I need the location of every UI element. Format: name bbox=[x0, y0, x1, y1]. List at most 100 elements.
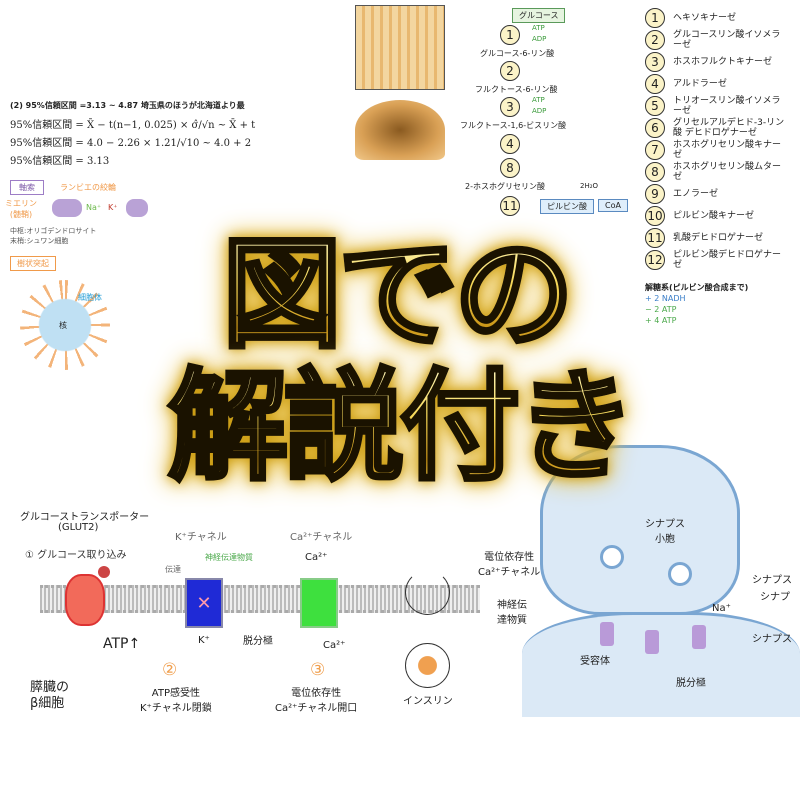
nucleus-label: 核 bbox=[59, 321, 67, 330]
headline-line-1: 図での bbox=[220, 226, 576, 365]
pancreas-illustration bbox=[355, 100, 445, 160]
vesicle-label: シナプス bbox=[645, 519, 685, 530]
receptor bbox=[692, 625, 706, 649]
myelin-sheath bbox=[126, 199, 148, 217]
enzyme-name: ピルビン酸キナーゼ bbox=[673, 211, 755, 221]
vca-label: Ca²⁺チャネル bbox=[478, 567, 541, 578]
insulin-label: インスリン bbox=[403, 696, 453, 707]
adp-label: ADP bbox=[532, 107, 547, 115]
step-3: 3 bbox=[500, 96, 520, 117]
step2-number: ② bbox=[162, 660, 178, 680]
adp-label: ADP bbox=[532, 35, 547, 43]
neuro-label: 神経伝達物質 bbox=[205, 553, 253, 562]
k-label: K⁺ bbox=[108, 203, 118, 212]
f16bp-label: フルクトース-1,6-ビスリン酸 bbox=[460, 121, 567, 130]
receptor bbox=[600, 622, 614, 646]
headline-line-2: 解説付き bbox=[166, 358, 638, 497]
enzyme-name: ホスホグリセリン酸キナーゼ bbox=[673, 140, 782, 160]
glut-label: グルコーストランスポーター bbox=[20, 512, 150, 523]
na-label: Na⁺ bbox=[712, 603, 731, 614]
presynaptic-terminal bbox=[540, 445, 740, 615]
side-label: シナプ bbox=[760, 592, 790, 603]
stats-line: (2) 95%信頼区間 =3.13 ~ 4.87 埼玉県のほうが北海道より最 bbox=[10, 101, 245, 110]
summary-title: 解糖系(ピルビン酸合成まで) bbox=[645, 283, 749, 292]
pyruvate-box: ピルビン酸 bbox=[540, 199, 594, 214]
formula-3: 95%信頼区間 = 3.13 bbox=[10, 156, 110, 167]
ca-label: Ca²⁺ bbox=[323, 640, 346, 651]
cell-label: 膵臓の bbox=[30, 680, 70, 695]
enzyme-item: 3 ホスホフルクトキナーゼ bbox=[645, 52, 788, 72]
enzyme-name: ピルビン酸デヒドロゲナーゼ bbox=[673, 250, 782, 270]
cell-label: β細胞 bbox=[30, 696, 65, 711]
atp-up-label: ATP↑ bbox=[103, 636, 141, 652]
enzyme-number: 4 bbox=[645, 74, 665, 94]
insulin-vesicle bbox=[405, 570, 450, 615]
step3-number: ③ bbox=[310, 660, 326, 680]
enzyme-number: 3 bbox=[645, 52, 665, 72]
enzyme-name: トリオースリン酸イソメラーゼ bbox=[673, 96, 781, 116]
ranvier-label: ランビエの絞輪 bbox=[60, 183, 116, 192]
side-label: シナプス bbox=[752, 634, 792, 645]
step-8: 8 bbox=[500, 157, 520, 178]
glut2-transporter bbox=[65, 574, 105, 626]
receptor-label: 受容体 bbox=[580, 656, 610, 667]
enzyme-name: グリセルアルデヒド-3-リン酸 デヒドロゲナーゼ bbox=[673, 118, 785, 138]
nadh-yield: + 2 NADH bbox=[645, 294, 686, 303]
step1-label: ① グルコース取り込み bbox=[25, 550, 127, 561]
nt-label: 神経伝 bbox=[497, 600, 527, 611]
enzyme-item: 8 ホスホグリセリン酸ムターゼ bbox=[645, 162, 788, 182]
enzyme-number: 6 bbox=[645, 118, 665, 138]
enzyme-name: ホスホグリセリン酸ムターゼ bbox=[673, 162, 782, 182]
ca-channel-label: Ca²⁺チャネル bbox=[290, 532, 353, 543]
g6p-label: グルコース-6-リン酸 bbox=[480, 49, 555, 58]
enzyme-number: 10 bbox=[645, 206, 665, 226]
glucose-molecule bbox=[98, 566, 110, 578]
katp-channel-closed-icon: ✕ bbox=[185, 578, 223, 628]
atp-cost: − 2 ATP bbox=[645, 305, 677, 314]
step-2: 2 bbox=[500, 60, 520, 81]
depolarization-label: 脱分極 bbox=[243, 636, 273, 647]
glucose-box: グルコース bbox=[512, 8, 566, 23]
pg2-label: 2-ホスホグリセリン酸 bbox=[465, 182, 545, 191]
na-label: Na⁺ bbox=[86, 203, 102, 212]
ca-channel bbox=[300, 578, 338, 628]
enzyme-name: アルドラーゼ bbox=[673, 79, 727, 89]
enzyme-name: 乳酸デヒドロゲナーゼ bbox=[673, 233, 764, 243]
formula-2: 95%信頼区間 = 4.0 − 2.26 × 1.21/√10 ~ 4.0 + … bbox=[10, 138, 252, 149]
cell-body-label: 細胞体 bbox=[78, 293, 102, 302]
insulin-granule bbox=[405, 643, 450, 688]
enzyme-item: 4 アルドラーゼ bbox=[645, 74, 788, 94]
synaptic-vesicle bbox=[600, 545, 624, 569]
step3-label: Ca²⁺チャネル開口 bbox=[275, 703, 358, 714]
dendrite-label: 樹状突起 bbox=[10, 256, 56, 271]
side-label: シナプス bbox=[752, 575, 792, 586]
neuron-illustration bbox=[20, 280, 110, 370]
step2-label: ATP感受性 bbox=[151, 688, 200, 699]
enzyme-item: 10 ピルビン酸キナーゼ bbox=[645, 206, 788, 226]
formula-1: 95%信頼区間 = X̄ − t(n−1, 0.025) × σ̂/√n ~ X… bbox=[10, 120, 256, 131]
myelin-sheath bbox=[52, 199, 82, 217]
glia-label: 中枢:オリゴデンドロサイト bbox=[10, 227, 97, 235]
k-label: K⁺ bbox=[198, 635, 210, 646]
enzyme-number: 1 bbox=[645, 8, 665, 28]
enzyme-number: 9 bbox=[645, 184, 665, 204]
step-11: 11 bbox=[500, 195, 520, 216]
enzyme-item: 6 グリセルアルデヒド-3-リン酸 デヒドロゲナーゼ bbox=[645, 118, 788, 138]
step-1: 1 bbox=[500, 24, 520, 45]
step3-label: 電位依存性 bbox=[291, 688, 342, 699]
glut2-label: (GLUT2) bbox=[58, 522, 99, 533]
synaptic-vesicle bbox=[668, 562, 692, 586]
enzyme-number: 8 bbox=[645, 162, 665, 182]
step2-label: K⁺チャネル閉鎖 bbox=[140, 703, 212, 714]
k-channel-label: K⁺チャネル bbox=[175, 532, 227, 543]
depolarization-label: 脱分極 bbox=[676, 678, 706, 689]
enzyme-name: ヘキソキナーゼ bbox=[673, 13, 737, 23]
enzyme-name: ホスホフルクトキナーゼ bbox=[673, 57, 773, 67]
enzyme-item: 1 ヘキソキナーゼ bbox=[645, 8, 788, 28]
